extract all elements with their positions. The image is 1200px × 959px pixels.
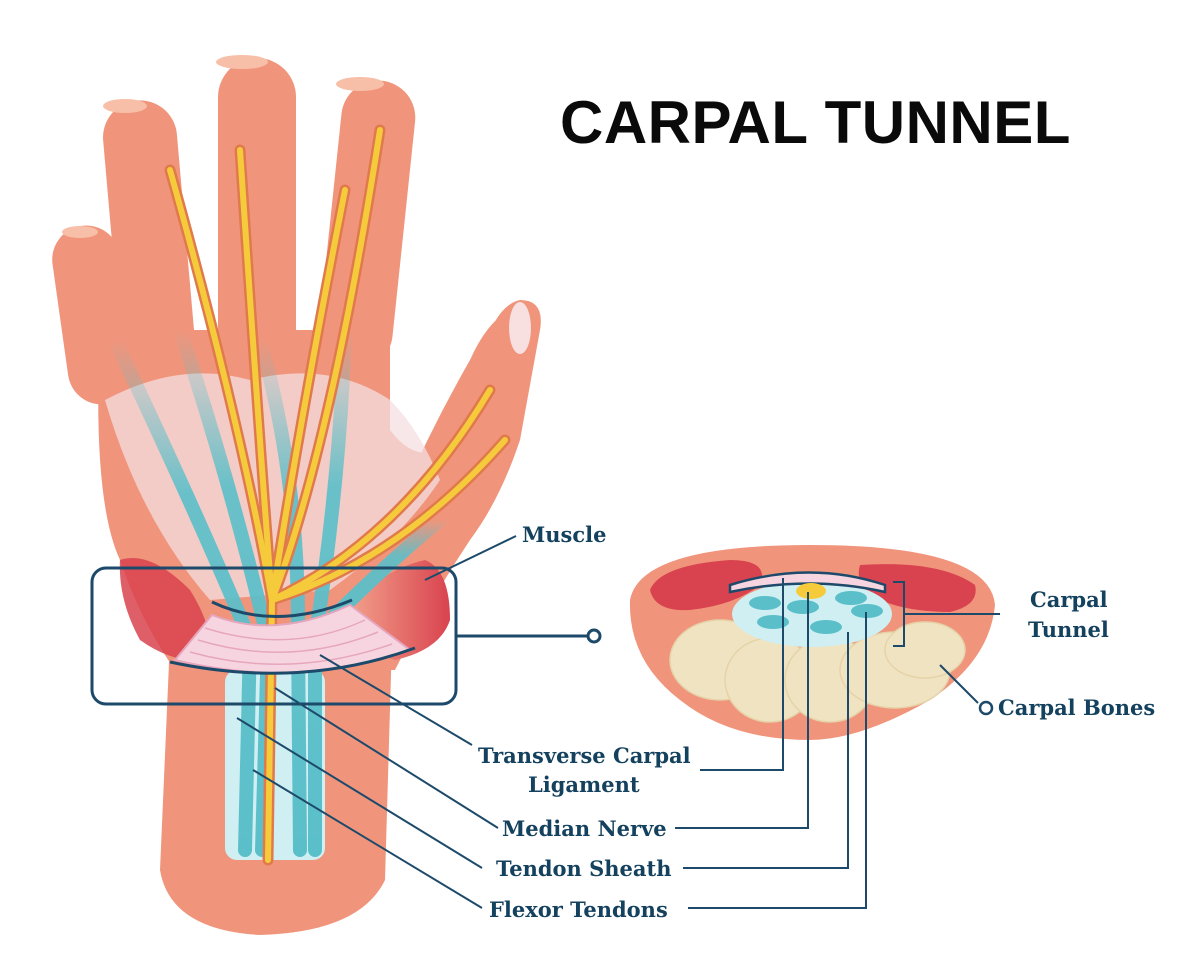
label-carpal-tunnel-line1: Carpal <box>1030 587 1108 612</box>
carpal-bones-leader-dot <box>978 700 994 716</box>
label-carpal-bones: Carpal Bones <box>998 695 1155 720</box>
label-median-nerve: Median Nerve <box>502 816 667 841</box>
label-carpal-tunnel-line2: Tunnel <box>1028 617 1109 642</box>
ligament-fibers <box>189 619 393 665</box>
cross-section-median-nerve <box>796 583 826 599</box>
label-transverse-line1: Transverse Carpal <box>478 743 691 768</box>
hand <box>52 55 541 935</box>
cross-section-tendons <box>749 591 883 634</box>
median-nerve-leader <box>274 687 499 829</box>
muscle-leader <box>424 535 517 581</box>
transverse-ligament-leader <box>319 654 473 746</box>
fingertip-highlight <box>216 55 268 69</box>
wrist-cross-section <box>629 545 995 740</box>
cross-section-muscle-left <box>650 560 762 611</box>
fingertip-highlight <box>103 99 147 113</box>
label-transverse-line2: Ligament <box>528 772 640 797</box>
cross-section-muscle-right <box>858 564 976 612</box>
label-muscle: Muscle <box>522 522 606 547</box>
ligament-edge <box>211 598 353 618</box>
flexor-tendons-leader <box>252 769 483 909</box>
diagram-title: CARPAL TUNNEL <box>560 89 1071 156</box>
transverse-ligament-leader-right <box>700 578 784 771</box>
leader-lines <box>236 535 1000 909</box>
carpal-bones-leader <box>939 664 979 704</box>
fingertip-highlight <box>336 77 384 91</box>
ligament-edge <box>169 646 416 675</box>
cross-section-ligament <box>728 571 887 594</box>
tendon-sheath-leader <box>236 717 483 869</box>
fingertip-highlight <box>62 226 98 238</box>
median-nerve-leader-right <box>675 592 809 829</box>
label-tendon-sheath: Tendon Sheath <box>496 856 672 881</box>
hypothenar-muscle <box>119 558 211 661</box>
tendon-sheath-leader-right <box>683 632 849 869</box>
thumb-nail <box>509 302 531 354</box>
middle-finger <box>218 58 296 378</box>
flexor-tendons-leader-right <box>688 612 867 909</box>
label-flexor-tendons: Flexor Tendons <box>489 897 668 922</box>
carpal-bones <box>669 619 966 723</box>
zoom-connector-dot <box>586 628 602 644</box>
